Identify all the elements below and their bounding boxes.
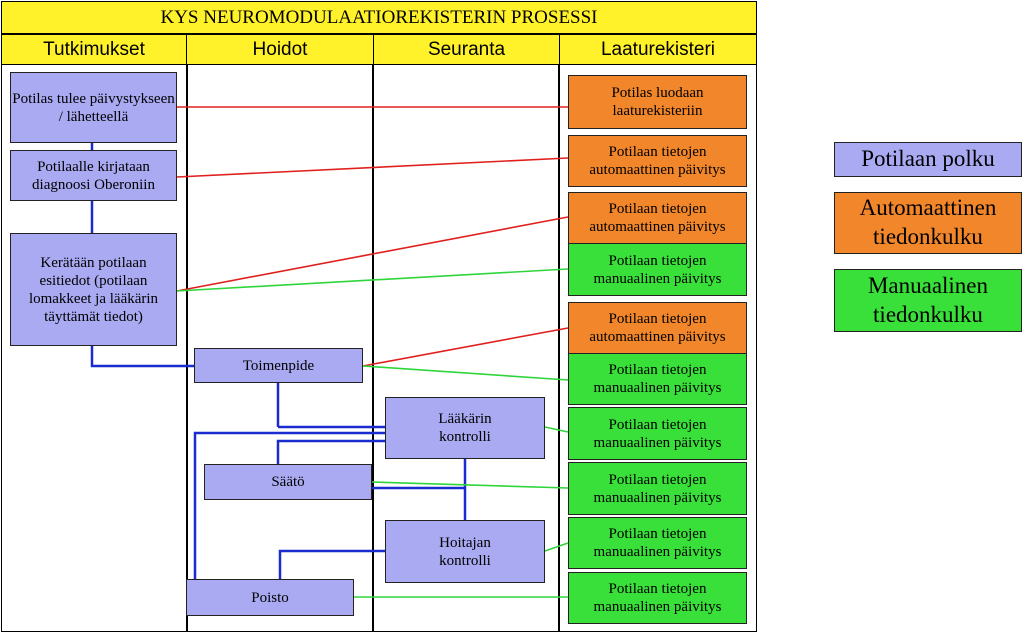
column-divider [558, 65, 560, 632]
step-arrival: Potilas tulee päivystykseen / lähetteell… [10, 72, 177, 143]
step-procedure: Toimenpide [194, 348, 363, 383]
step-adjustment: Säätö [204, 464, 372, 500]
column-divider [186, 65, 188, 632]
registry-manual-update: Potilaan tietojen manuaalinen päivitys [568, 572, 747, 624]
registry-manual-update: Potilaan tietojen manuaalinen päivitys [568, 243, 747, 296]
manual-flow-line [544, 542, 569, 552]
registry-manual-update: Potilaan tietojen manuaalinen päivitys [568, 517, 747, 569]
patient-path-connector [193, 431, 385, 579]
registry-manual-update: Potilaan tietojen manuaalinen päivitys [568, 353, 747, 405]
manual-flow-line [362, 365, 569, 381]
column-header-hoidot: Hoidot [186, 34, 374, 65]
patient-path-connector [278, 549, 385, 579]
registry-automatic-update: Potilaan tietojen automaattinen päivitys [568, 302, 747, 354]
patient-path-connector [276, 439, 385, 464]
legend-patient-path: Potilaan polku [834, 142, 1022, 177]
automatic-flow-line [176, 216, 569, 292]
registry-manual-update: Potilaan tietojen manuaalinen päivitys [568, 462, 747, 515]
patient-path-connector [90, 346, 194, 368]
step-background-info: Kerätään potilaan esitiedot (potilaan lo… [10, 233, 177, 346]
step-doctor-control: Lääkärin kontrolli [385, 397, 545, 459]
column-header-tutkimukset: Tutkimukset [1, 34, 187, 65]
registry-automatic-update: Potilaan tietojen automaattinen päivitys [568, 135, 747, 187]
diagram-title: KYS NEUROMODULAATIOREKISTERIN PROSESSI [1, 1, 757, 34]
automatic-flow-line [362, 327, 569, 367]
column-header-seuranta: Seuranta [373, 34, 560, 65]
diagram-frame [1, 34, 757, 632]
data-flow-lines [176, 106, 569, 598]
manual-flow-line [544, 426, 569, 433]
manual-flow-line [176, 268, 569, 292]
legend-automatic-flow: Automaattinen tiedonkulku [834, 192, 1022, 254]
column-divider [372, 65, 374, 632]
column-header-laaturekisteri: Laaturekisteri [559, 34, 757, 65]
step-removal: Poisto [186, 579, 354, 616]
registry-automatic-update: Potilaan tietojen automaattinen päivitys [568, 192, 747, 244]
manual-flow-line [371, 481, 569, 489]
registry-manual-update: Potilaan tietojen manuaalinen päivitys [568, 407, 747, 460]
legend-manual-flow: Manuaalinen tiedonkulku [834, 269, 1022, 332]
patient-path-lines [90, 143, 467, 579]
registry-create-patient: Potilas luodaan laaturekisteriin [568, 75, 747, 129]
step-nurse-control: Hoitajan kontrolli [385, 520, 545, 583]
step-diagnosis: Potilaalle kirjataan diagnoosi Oberoniin [10, 150, 177, 201]
automatic-flow-line [176, 157, 569, 178]
